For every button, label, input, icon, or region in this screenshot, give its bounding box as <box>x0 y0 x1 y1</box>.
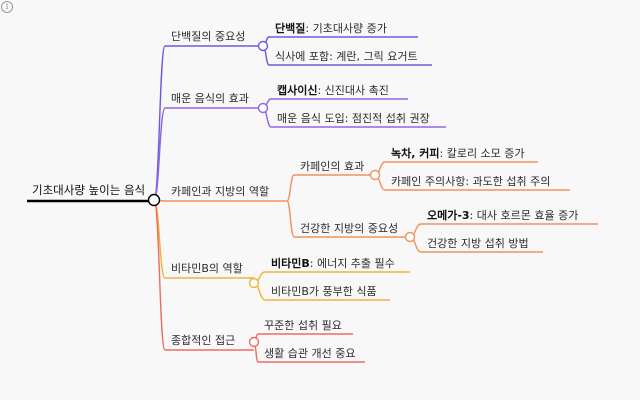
branch-vitamin-b-collapse-toggle[interactable] <box>248 277 260 289</box>
branch-spicy-label[interactable]: 매운 음식의 효과 <box>171 92 249 105</box>
branch-vitamin-b-child-1-label[interactable]: 비타민B가 풍부한 식품 <box>271 285 377 298</box>
branch-protein-child-1-label[interactable]: 식사에 포함: 계란, 그릭 요거트 <box>275 50 418 63</box>
branch-protein-label[interactable]: 단백질의 중요성 <box>171 30 245 43</box>
branch-vitamin-b-child-0-label[interactable]: 비타민B: 에너지 추출 필수 <box>271 256 395 270</box>
branch-protein-collapse-toggle[interactable] <box>257 40 269 52</box>
branch-caffeine-fat-sub-1-connector <box>286 200 295 238</box>
branch-caffeine-fat-label[interactable]: 카페인과 지방의 역할 <box>171 185 269 198</box>
branch-caffeine-fat-sub-1-child-0-label[interactable]: 오메가-3: 대사 호르몬 효율 증가 <box>427 208 578 222</box>
branch-spicy-child-1-label[interactable]: 매운 음식 도입: 점진적 섭취 권장 <box>277 112 430 125</box>
branch-spicy-child-0-label[interactable]: 캡사이신: 신진대사 촉진 <box>277 83 389 97</box>
branch-holistic-connector <box>153 199 166 351</box>
info-icon[interactable]: i <box>1 1 13 13</box>
root-collapse-toggle[interactable] <box>147 193 161 207</box>
branch-holistic-child-1-label[interactable]: 생활 습관 개선 중요 <box>264 346 355 360</box>
branch-caffeine-fat-sub-1-child-1-label[interactable]: 건강한 지방 섭취 방법 <box>427 237 529 250</box>
branch-caffeine-fat-sub-0-connector <box>286 174 295 202</box>
branch-spicy-collapse-toggle[interactable] <box>257 102 269 114</box>
branch-vitamin-b-label[interactable]: 비타민B의 역할 <box>171 262 243 275</box>
branch-caffeine-fat-sub-0-child-0-label[interactable]: 녹차, 커피: 칼로리 소모 증가 <box>391 146 525 160</box>
branch-holistic-collapse-toggle[interactable] <box>248 336 260 348</box>
branch-caffeine-fat-sub-1-label[interactable]: 건강한 지방의 중요성 <box>300 222 398 235</box>
branch-holistic-child-0-label[interactable]: 꾸준한 섭취 필요 <box>264 319 342 332</box>
branch-caffeine-fat-sub-1-collapse-toggle[interactable] <box>404 231 416 243</box>
branch-caffeine-fat-sub-0-child-1-label[interactable]: 카페인 주의사항: 과도한 섭취 주의 <box>391 175 550 188</box>
root-node-label[interactable]: 기초대사량 높이는 음식 <box>32 183 145 197</box>
branch-caffeine-fat-sub-0-collapse-toggle[interactable] <box>369 169 381 181</box>
branch-protein-child-0-label[interactable]: 단백질: 기초대사량 증가 <box>275 21 387 35</box>
branch-caffeine-fat-sub-0-label[interactable]: 카페인의 효과 <box>300 160 364 173</box>
branch-protein-connector <box>153 45 166 201</box>
branch-holistic-label[interactable]: 종합적인 접근 <box>171 334 235 347</box>
